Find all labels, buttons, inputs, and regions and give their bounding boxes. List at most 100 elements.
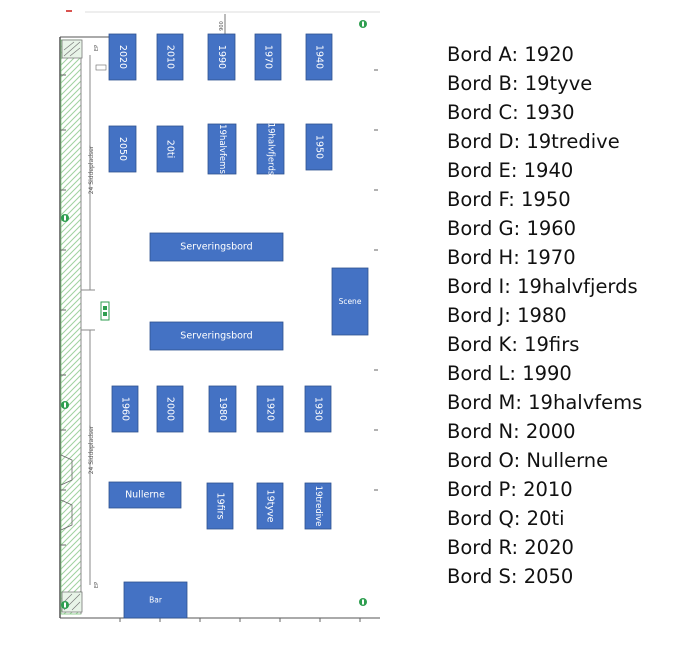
table-shape [305,123,333,171]
legend-item: Bord M: 19halvfems [447,391,643,414]
table-shape [111,385,139,433]
table-shape [156,385,184,433]
table-label: 19firs [215,493,226,520]
legend-item: Bord O: Nullerne [447,449,609,472]
table-2010: 2010 [156,33,184,81]
table-shape [256,385,284,433]
legend-item: Bord P: 2010 [447,478,573,501]
exit-sign-icon [100,301,110,321]
table-label: Serveringsbord [180,331,252,342]
door-label-top: EP [94,45,100,51]
table-shape [331,267,369,336]
legend-item: Bord N: 2000 [447,420,576,443]
table-shape [108,125,137,173]
legend-item: Bord G: 1960 [447,217,577,240]
table-1970: 1970 [254,33,282,81]
table-2050: 2050 [108,125,137,173]
legend-item: Bord S: 2050 [447,565,574,588]
legend-item: Bord I: 19halvfjerds [447,275,638,298]
table-label: Scene [339,297,362,306]
table-2020: 2020 [108,33,137,81]
table-shape [156,125,184,173]
table-shape [207,33,236,81]
legend-item: Bord K: 19firs [447,333,580,356]
table-shape [254,33,282,81]
table-label: Serveringsbord [180,242,252,253]
table-19firs: 19firs [206,482,234,530]
legend-item: Bord B: 19tyve [447,72,593,95]
wall-ticks [60,69,378,622]
table-label: 2050 [117,137,128,161]
table-label: 2010 [165,45,176,69]
table-20ti: 20ti [156,125,184,173]
legend-item: Bord L: 1990 [447,362,572,385]
table-label: 19tyve [265,490,276,523]
wall-niche [60,454,73,531]
table-label: 19halvfems [217,124,227,174]
table-serveringsbord: Serveringsbord [149,321,284,351]
legend-item: Bord R: 2020 [447,536,574,559]
legend-item: Bord H: 1970 [447,246,576,269]
door-label-bottom: EP [94,582,100,588]
table-1980: 1980 [208,385,237,433]
table-1920: 1920 [256,385,284,433]
table-1960: 1960 [111,385,139,433]
table-shape [108,481,182,509]
table-label: 2000 [165,397,176,421]
wall-bench [60,39,95,615]
table-1990: 1990 [207,33,236,81]
table-1940: 1940 [305,33,333,81]
table-shape [256,482,284,530]
table-label: 20ti [165,140,176,158]
table-shape [304,385,332,433]
table-label: Bar [149,596,163,605]
green-markers [61,20,367,609]
table-label: 1970 [263,45,274,69]
table-label: 1920 [265,397,276,421]
table-shape [256,123,285,175]
table-label: 19tredive [313,486,323,527]
table-scene: Scene [331,267,369,336]
table-1930: 1930 [304,385,332,433]
table-shape [304,482,332,530]
table-label: 1940 [314,45,325,69]
legend-item: Bord D: 19tredive [447,130,620,153]
table-shape [108,33,137,81]
table-shape [207,123,237,175]
wall-label-bottom: 24 Siddepladser [88,425,95,474]
table-label: 1980 [217,397,228,421]
stairs-top [61,39,83,59]
table-shape [208,385,237,433]
table-shape [123,581,188,619]
table-2000: 2000 [156,385,184,433]
table-label: 19halvfjerds [266,123,276,176]
legend-item: Bord C: 1930 [447,101,575,124]
legend-item: Bord J: 1980 [447,304,567,327]
table-label: Nullerne [125,490,165,501]
table-shape [206,482,234,530]
wall-label-top: 24 Siddepladser [88,145,95,194]
tables-layer: 2020 2010 1990 1970 1940 2050 20ti 19halvfems 19… [108,33,369,619]
legend-item: Bord F: 1950 [447,188,571,211]
table-19halvfjerds: 19halvfjerds [256,123,285,176]
table-nullerne: Nullerne [108,481,182,509]
table-shape [305,33,333,81]
table-19halvfems: 19halvfems [207,123,237,175]
table-19tyve: 19tyve [256,482,284,530]
top-marker-label: 900 [219,21,225,31]
legend-item: Bord E: 1940 [447,159,574,182]
table-label: 1930 [313,397,324,421]
table-1950: 1950 [305,123,333,171]
table-label: 1960 [120,397,131,421]
table-bar: Bar [123,581,188,619]
table-shape [149,321,284,351]
table-19tredive: 19tredive [304,482,332,530]
table-label: 1950 [314,135,325,159]
table-label: 2020 [117,45,128,69]
legend-item: Bord A: 1920 [447,43,574,66]
table-serveringsbord: Serveringsbord [149,232,284,262]
table-shape [149,232,284,262]
table-label: 1990 [216,45,227,69]
